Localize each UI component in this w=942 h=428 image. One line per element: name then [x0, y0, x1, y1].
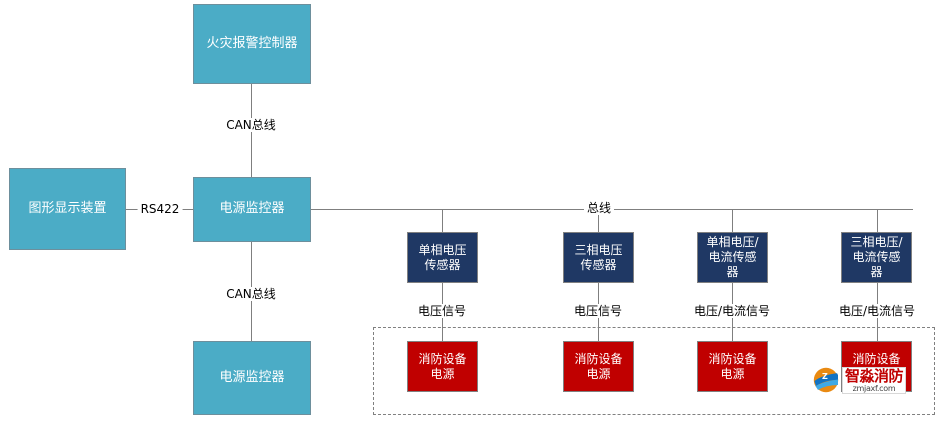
node-power-supply-1[interactable]: 消防设备 电源: [407, 341, 478, 392]
connector-bus-to-sensor-4: [877, 209, 878, 232]
connector-bus-to-sensor-2: [598, 209, 599, 232]
node-graphic-display[interactable]: 图形显示装置: [9, 168, 126, 250]
label-signal-1: 电压信号: [414, 304, 470, 318]
label-rs422: RS422: [137, 202, 183, 216]
node-power-monitor-sub[interactable]: 电源监控器: [193, 341, 311, 415]
svg-text:Z: Z: [822, 372, 828, 381]
node-sensor-3[interactable]: 单相电压/ 电流传感 器: [697, 232, 768, 283]
label-bus: 总线: [583, 201, 615, 215]
label-can-bus-top: CAN总线: [223, 118, 279, 132]
watermark-badge: 智淼消防 zmjaxf.com: [842, 366, 907, 394]
node-sensor-1[interactable]: 单相电压 传感器: [407, 232, 478, 283]
node-power-supply-3[interactable]: 消防设备 电源: [697, 341, 768, 392]
node-power-monitor-main[interactable]: 电源监控器: [193, 177, 311, 242]
label-signal-3: 电压/电流信号: [690, 304, 774, 318]
watermark: Z 智淼消防 zmjaxf.com: [812, 366, 907, 394]
node-fire-alarm-controller[interactable]: 火灾报警控制器: [193, 4, 311, 84]
watermark-logo-icon: Z: [812, 366, 840, 394]
node-sensor-2[interactable]: 三相电压 传感器: [563, 232, 634, 283]
connector-bus-to-sensor-3: [732, 209, 733, 232]
power-supply-group-boundary: [373, 327, 935, 415]
label-signal-2: 电压信号: [570, 304, 626, 318]
watermark-name: 智淼消防: [845, 366, 904, 385]
label-signal-4: 电压/电流信号: [835, 304, 919, 318]
connector-bus-to-sensor-1: [442, 209, 443, 232]
watermark-url: zmjaxf.com: [852, 383, 896, 393]
node-sensor-4[interactable]: 三相电压/ 电流传感 器: [841, 232, 912, 283]
label-can-bus-bottom: CAN总线: [223, 287, 279, 301]
node-power-supply-2[interactable]: 消防设备 电源: [563, 341, 634, 392]
